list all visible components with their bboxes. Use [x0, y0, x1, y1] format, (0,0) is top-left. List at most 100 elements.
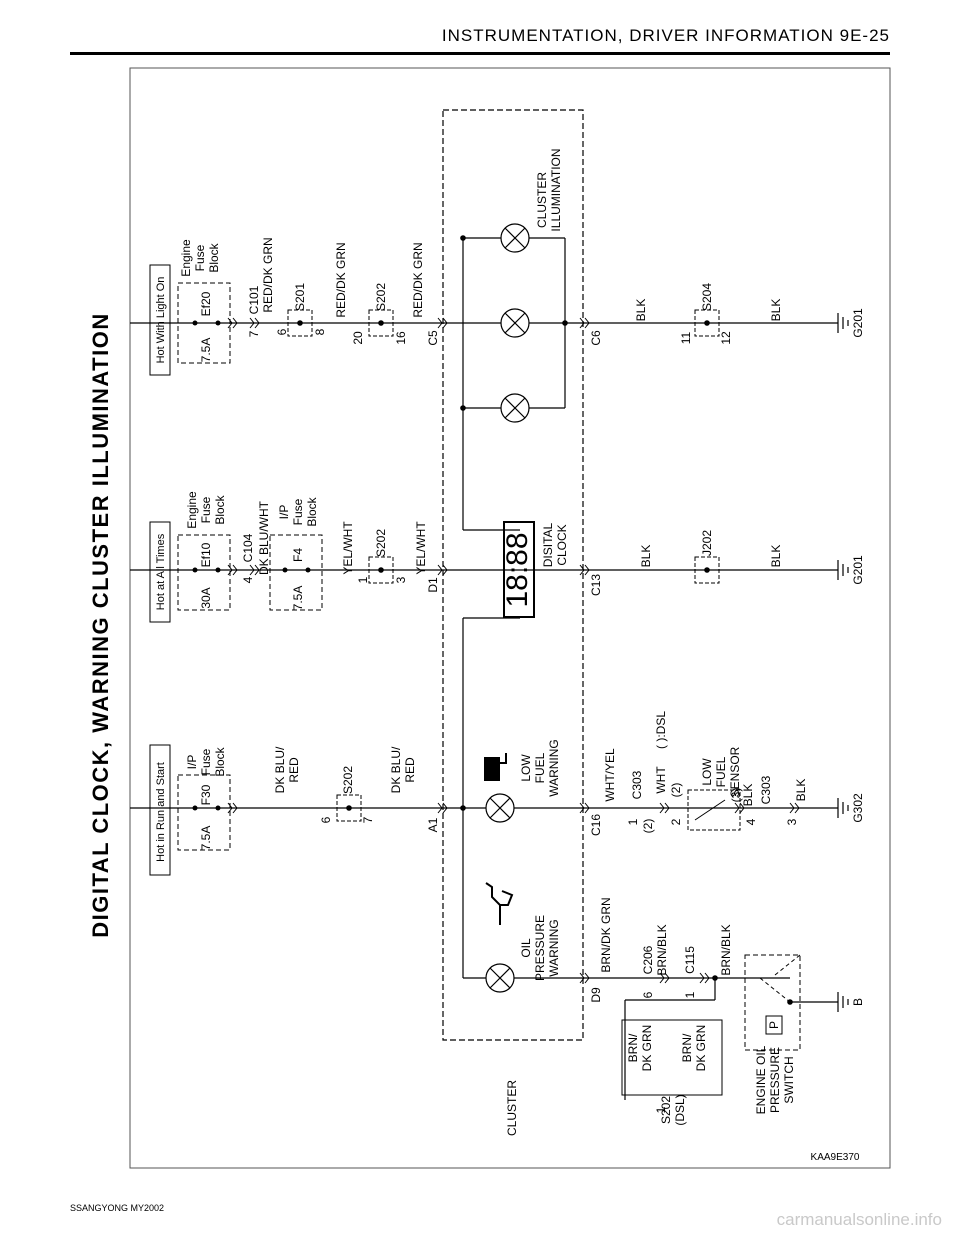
clock-digits: 18:88	[501, 532, 534, 607]
ground-g201a: G201	[851, 555, 865, 585]
fuse-f30-id: F30	[199, 784, 213, 805]
switch-p-box	[765, 1015, 783, 1035]
wire-brn1b: DK GRN	[640, 1025, 654, 1072]
wire-brndkgrn: BRN/DK GRN	[599, 897, 613, 972]
wire-blk-1: BLK	[741, 784, 755, 807]
fuse-ef10-block1: Engine	[185, 491, 199, 529]
wire-brn1a: BRN/	[626, 1033, 640, 1062]
fuse-f4-block2: Fuse	[291, 498, 305, 525]
clock-label-2: CLOCK	[555, 524, 569, 565]
clock-display	[503, 521, 535, 618]
pin-4: 4	[241, 576, 255, 583]
power-light-on: Hot With Light On	[155, 277, 167, 364]
splice-s202dsl-1: S202	[659, 1096, 673, 1124]
wire-brnblk-2: BRN/BLK	[719, 924, 733, 975]
oil-label-2: PRESSURE	[533, 915, 547, 981]
wire-f30-1: DK BLU/	[273, 746, 287, 793]
wire-yelwht-2: YEL/WHT	[414, 521, 428, 575]
wire-wht: WHT	[654, 766, 668, 794]
conn-c5: C5	[426, 330, 440, 346]
splice-s202c: S202	[374, 283, 388, 311]
header-rule	[70, 52, 890, 55]
pin-20: 20	[351, 331, 365, 345]
fuse-ef10-id: Ef10	[199, 542, 213, 567]
pin-1d: 1	[654, 1106, 668, 1113]
fuse-texts: 7.5A F30 I/P Fuse Block 30A Ef10 Engine …	[179, 239, 319, 850]
oil-switch-box	[744, 954, 801, 1051]
pin-2: 2	[669, 818, 683, 825]
fuse-ef20-block2: Fuse	[193, 244, 207, 271]
component-labels: OIL PRESSURE WARNING LOW FUEL WARNING DI…	[519, 148, 796, 1114]
conn-c101: C101	[247, 285, 261, 314]
ground-g302: G302	[851, 793, 865, 823]
clock-label-1: DISITAL	[541, 522, 555, 567]
pin-7b: 7	[247, 330, 261, 337]
footer-brand: SSANGYONG MY2002	[70, 1203, 165, 1213]
pin-1c: 1	[683, 991, 697, 998]
bulb-crosses	[489, 227, 526, 989]
fuse-ef20-id: Ef20	[199, 291, 213, 316]
connector-chevrons	[227, 317, 800, 984]
ground-g201b: G201	[851, 308, 865, 338]
dsl-note: ( ):DSL	[654, 711, 668, 749]
pin-6b: 6	[275, 328, 289, 335]
wire-f30-4: RED	[403, 757, 417, 783]
wire-labels: DK BLU/ RED DK BLU/ RED DK BLU/WHT YEL/W…	[257, 237, 808, 1071]
pin-1b: 1	[626, 818, 640, 825]
sensor-label-3: SENSOR	[728, 746, 742, 797]
splice-j202: J202	[700, 530, 714, 556]
diagram-frame	[129, 67, 891, 1169]
dsl-splice-box	[621, 1019, 723, 1096]
fuse-f30-block3: Block	[213, 746, 227, 776]
fuse-f4-block1: I/P	[277, 505, 291, 520]
wire-brn2a: BRN/	[680, 1033, 694, 1062]
switch-label-3: SWITCH	[782, 1056, 796, 1103]
connector-labels: C101 C104 C303 C303 C206 C115 A1 D1 C5 D…	[241, 283, 773, 1126]
wire-brn2b: DK GRN	[694, 1025, 708, 1072]
fuse-ef10-block2: Fuse	[199, 496, 213, 523]
fuse-ef10-rating: 30A	[199, 587, 213, 608]
wire-blk-5: BLK	[634, 299, 648, 322]
switch-label-2: PRESSURE	[768, 1047, 782, 1113]
diagram-code: KAA9E370	[811, 1152, 860, 1163]
switch-contact	[759, 954, 801, 1003]
oil-label-1: OIL	[519, 938, 533, 958]
pin-8: 8	[313, 328, 327, 335]
conn-c303a: C303	[630, 770, 644, 799]
pin-12: 12	[719, 331, 733, 345]
conn-c16: C16	[589, 814, 603, 836]
oil-can-icon	[485, 882, 514, 925]
illum-label-2: ILLUMINATION	[549, 148, 563, 231]
fuse-symbols	[192, 320, 311, 811]
wire-dkbluwht: DK BLU/WHT	[257, 500, 271, 575]
sensor-symbol	[694, 799, 726, 821]
ground-b: B	[851, 998, 865, 1006]
splice-dots	[297, 235, 793, 1005]
wire-reddkgrn-2: RED/DK GRN	[334, 242, 348, 317]
pin-6c: 6	[641, 991, 655, 998]
conn-c13: C13	[589, 574, 603, 596]
pin-4b: 4	[744, 818, 758, 825]
conn-d1: D1	[426, 577, 440, 593]
fuel-label-1: LOW	[519, 754, 533, 782]
conn-c206: C206	[641, 945, 655, 974]
splice-s204: S204	[700, 283, 714, 311]
power-all-times: Hot at All Times	[155, 533, 167, 610]
wire-whtyel: WHT/YEL	[603, 748, 617, 802]
oil-label-3: WARNING	[547, 919, 561, 977]
sensor-label-1: LOW	[700, 758, 714, 786]
fuel-label-3: WARNING	[547, 739, 561, 797]
wire-blk-3: BLK	[639, 545, 653, 568]
conn-a1: A1	[426, 817, 440, 832]
wire-f30-3: DK BLU/	[389, 746, 403, 793]
pin-2p-a: (2)	[641, 819, 655, 834]
pin-labels: 6 7 4 1 3 7 6 8 20 16 11 12 1 (2) 2 (2) …	[241, 328, 799, 1113]
fuel-label-2: FUEL	[533, 752, 547, 783]
splice-boxes	[287, 309, 720, 822]
wire-reddkgrn-3: RED/DK GRN	[411, 242, 425, 317]
conn-c303b: C303	[759, 775, 773, 804]
wire-brnblk-1: BRN/BLK	[655, 924, 669, 975]
low-fuel-sensor-box	[687, 789, 741, 831]
sensor-label-2: FUEL	[714, 756, 728, 787]
